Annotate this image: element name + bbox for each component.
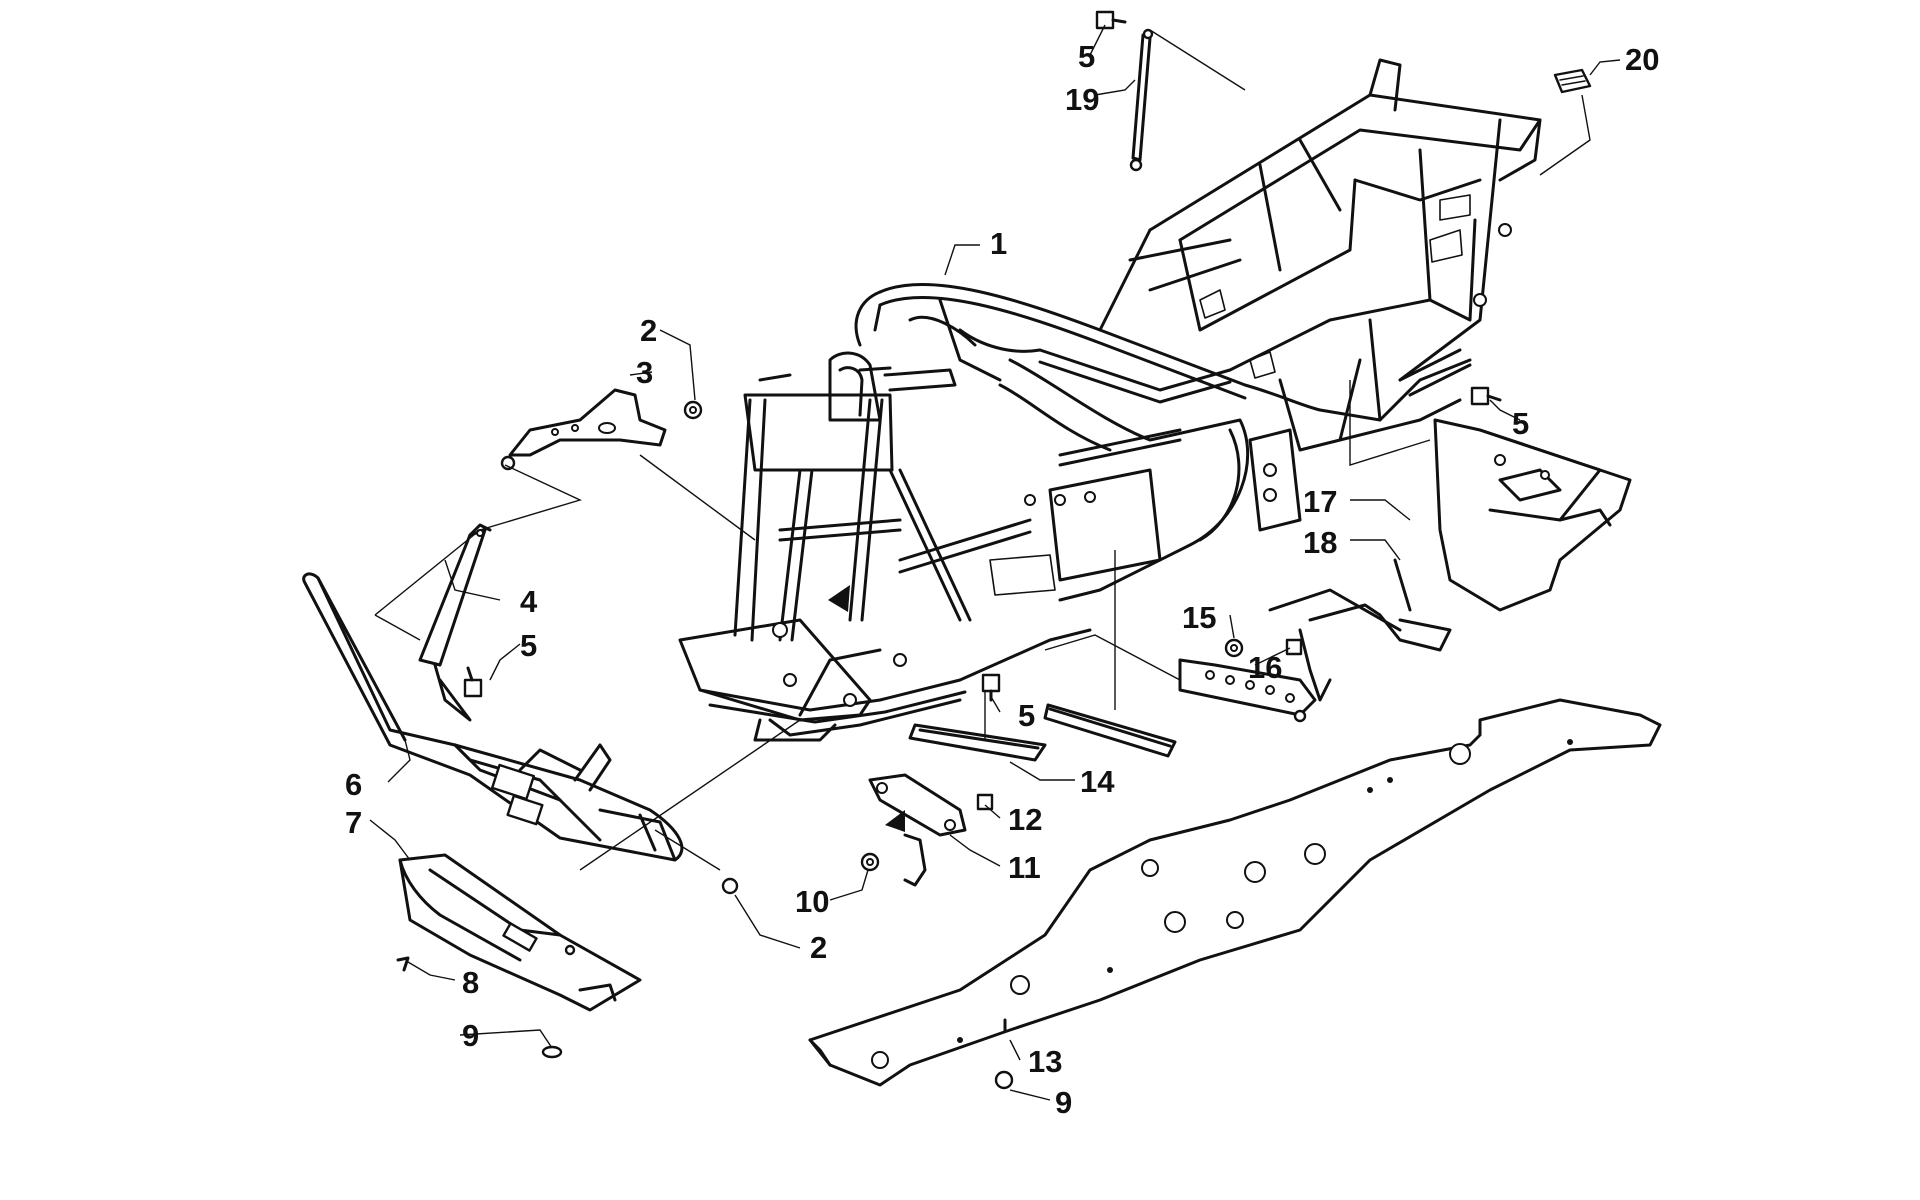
callout-9-left: 9	[462, 1018, 479, 1053]
nut-part-2-upper	[683, 400, 703, 420]
main-frame	[678, 58, 1542, 742]
callout-3: 3	[636, 355, 653, 390]
callout-4: 4	[520, 584, 538, 619]
callout-2-upper: 2	[640, 313, 657, 348]
decal-part-20	[1553, 68, 1592, 94]
callout-16: 16	[1248, 650, 1282, 685]
footrest-bracket-part-18	[1178, 558, 1452, 723]
callout-8: 8	[462, 965, 479, 1000]
nut-part-10	[860, 852, 880, 872]
rod-part-19	[1129, 28, 1154, 172]
callout-9-right: 9	[1055, 1085, 1072, 1120]
nut-part-9-left	[541, 1045, 563, 1059]
skid-plate-part-13	[808, 698, 1662, 1087]
callout-14: 14	[1080, 764, 1115, 799]
callout-10: 10	[795, 884, 829, 919]
callout-2-lower: 2	[810, 930, 827, 965]
callout-7: 7	[345, 805, 362, 840]
callout-5-top: 5	[1078, 39, 1095, 74]
nut-part-15	[1224, 638, 1244, 658]
callout-20: 20	[1625, 42, 1659, 77]
bolt-part-16	[1285, 638, 1303, 656]
clamp-part-11	[868, 773, 967, 887]
callout-13: 13	[1028, 1044, 1062, 1079]
callout-1: 1	[990, 226, 1007, 261]
callout-labels: 1 2 3 4 5 5 5 5 6 7 8 9 9 10 11 12 13 14…	[345, 39, 1659, 1120]
footrest-pads-part-14	[908, 703, 1177, 762]
callout-18: 18	[1303, 525, 1337, 560]
callout-19: 19	[1065, 82, 1099, 117]
bolt-part-5-right	[1470, 386, 1502, 406]
footrest-part-17	[1433, 418, 1632, 612]
bolt-part-5-top	[1095, 10, 1127, 30]
nut-part-9-right	[994, 1070, 1014, 1090]
front-bumper-part-6	[302, 572, 684, 862]
bolt-part-12	[976, 793, 994, 811]
callout-5-right: 5	[1512, 406, 1529, 441]
hardware-fasteners	[396, 10, 1502, 1090]
callout-12: 12	[1008, 802, 1042, 837]
screw-part-8	[396, 956, 410, 972]
bolt-part-2-lower	[721, 877, 739, 895]
callout-11: 11	[1008, 850, 1041, 885]
leader-lines	[369, 24, 1621, 1101]
callout-5-left: 5	[520, 628, 537, 663]
skid-guard-part-7	[398, 853, 642, 1012]
callout-17: 17	[1303, 484, 1337, 519]
callout-15: 15	[1182, 600, 1216, 635]
front-bracket-part-3	[500, 388, 667, 471]
bolt-part-5-left	[463, 666, 483, 698]
callout-5-center: 5	[1018, 698, 1035, 733]
callout-6: 6	[345, 767, 362, 802]
